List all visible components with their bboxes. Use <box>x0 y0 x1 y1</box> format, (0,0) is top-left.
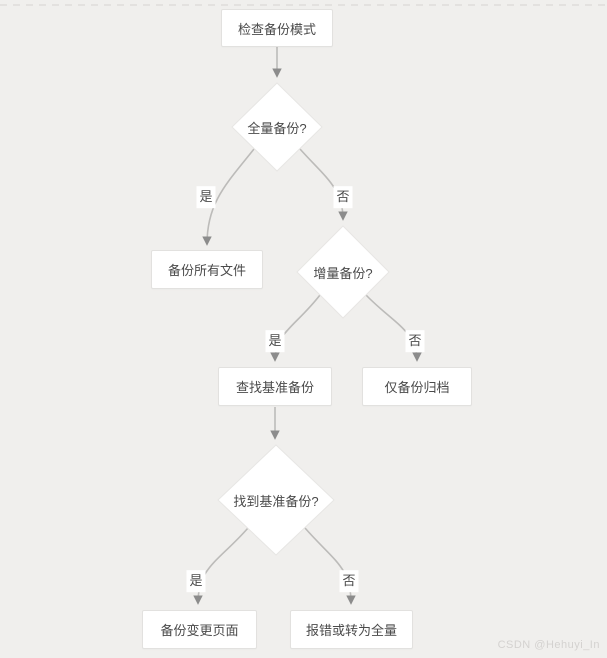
node-find-base-backup: 查找基准备份 <box>218 367 332 406</box>
edge-incremental-no <box>365 294 422 362</box>
edge-label-yes-3: 是 <box>186 570 206 592</box>
edge-label-yes-1: 是 <box>196 186 216 208</box>
edge-label-no-1: 否 <box>333 186 353 208</box>
node-backup-all-files: 备份所有文件 <box>151 250 263 289</box>
diamond-full-backup <box>231 82 323 172</box>
node-error-or-full: 报错或转为全量 <box>290 610 413 649</box>
edge-label-no-3: 否 <box>339 570 359 592</box>
edge-found-yes <box>193 527 249 605</box>
csdn-watermark: CSDN @Hehuyi_In <box>497 639 600 651</box>
node-check-backup-mode: 检查备份模式 <box>221 9 333 47</box>
diamond-found-base-backup <box>217 444 335 556</box>
edge-label-yes-2: 是 <box>265 330 285 352</box>
top-dashed-divider <box>0 4 607 6</box>
edge-fullbackup-no <box>299 148 348 221</box>
node-backup-changed-pages: 备份变更页面 <box>142 610 257 649</box>
edge-found-no <box>304 527 356 605</box>
edge-incremental-yes <box>270 294 321 362</box>
edge-fullbackup-yes <box>202 148 255 246</box>
node-backup-archive-only: 仅备份归档 <box>362 367 472 406</box>
edge-label-no-2: 否 <box>405 330 425 352</box>
diamond-incremental-backup <box>296 225 390 319</box>
